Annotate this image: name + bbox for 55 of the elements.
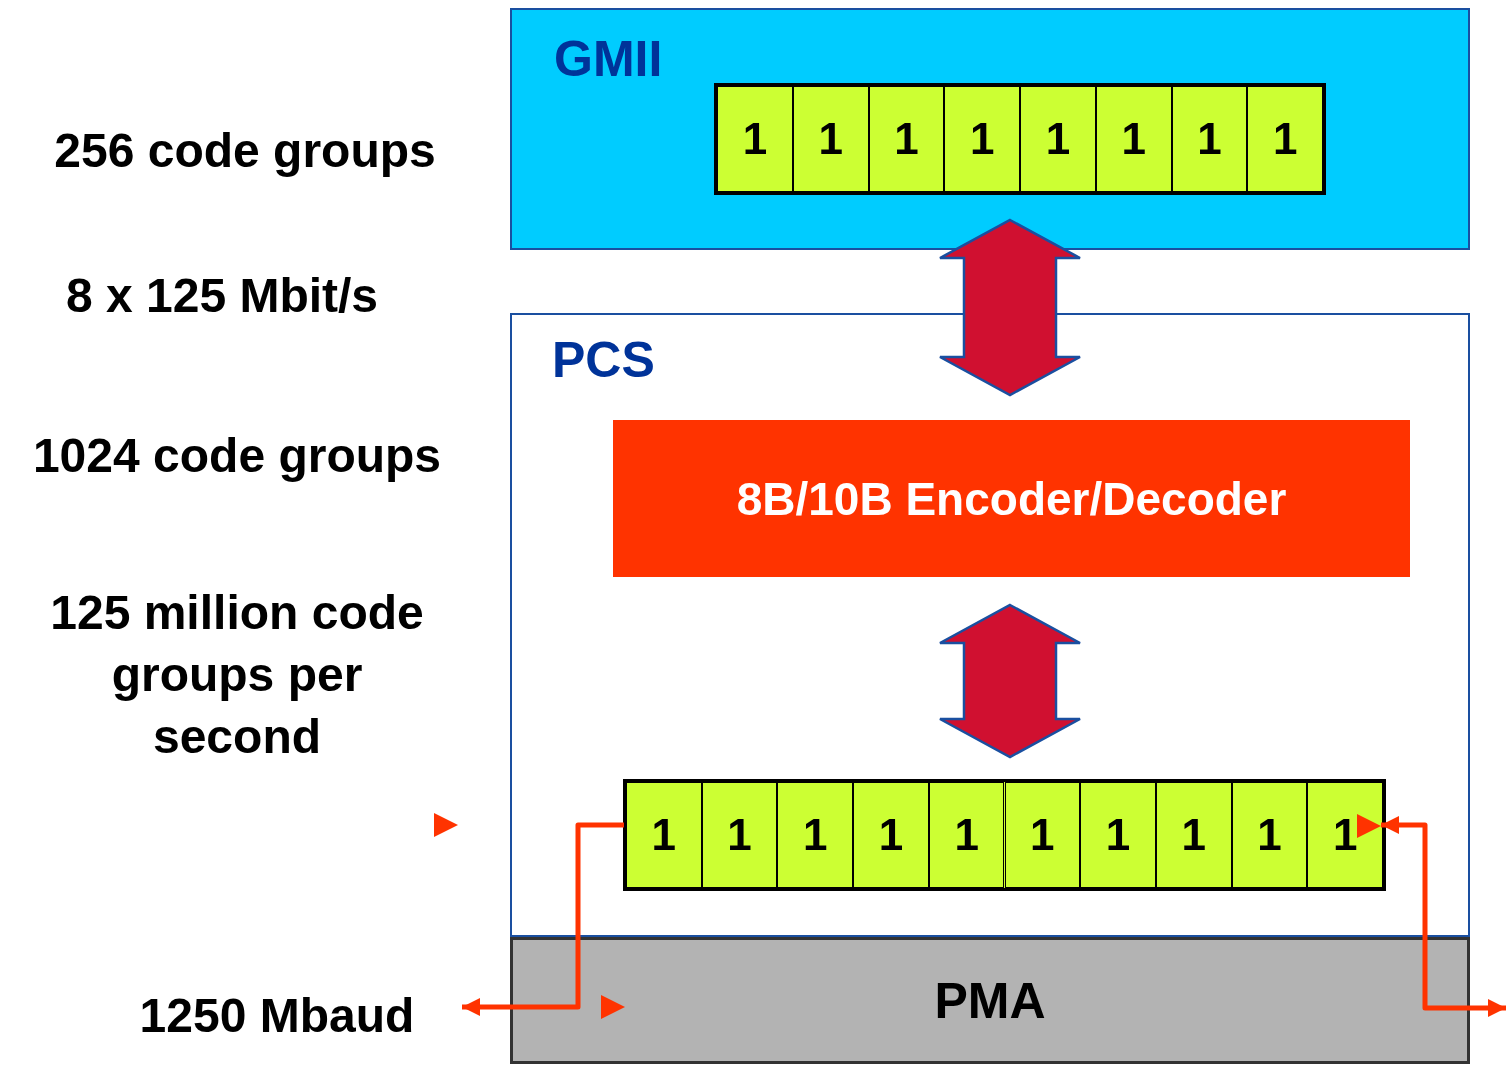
rate-label: 1024 code groups	[31, 428, 443, 484]
bit-cell	[944, 86, 1020, 192]
double-block-arrow	[938, 218, 1082, 397]
bit-cell	[853, 782, 929, 888]
bit-cell	[1307, 782, 1383, 888]
bit-value: 1	[1257, 810, 1282, 860]
bit-cell	[868, 86, 945, 192]
bit-value: 1	[818, 114, 843, 164]
bit-value: 1	[1105, 810, 1131, 860]
bit-cell	[777, 782, 854, 888]
rate-label: 8 x 125 Mbit/s	[64, 268, 380, 324]
bit-value: 1	[894, 114, 919, 164]
bit-cell	[928, 782, 1005, 888]
gmii-panel	[510, 8, 1470, 250]
bit-value: 1	[1121, 114, 1146, 164]
block-title: PMA	[934, 971, 1046, 1030]
bit-cell	[1080, 782, 1156, 888]
pma-panel	[510, 937, 1470, 1064]
bit-value: 1	[651, 810, 677, 860]
bit-cell	[1171, 86, 1248, 192]
bit-value: 1	[727, 810, 752, 860]
bit-cell	[792, 86, 869, 192]
block-title: 8B/10B Encoder/Decoder	[736, 471, 1287, 526]
block-title: PCS	[552, 331, 655, 389]
bit-value: 1	[1045, 114, 1071, 164]
bit-value: 1	[1181, 810, 1206, 860]
rate-label: 125 million code groups per second	[49, 585, 425, 765]
bit-cell	[1095, 86, 1172, 192]
bit-value: 1	[1332, 810, 1358, 860]
bit-value: 1	[954, 810, 979, 860]
block-title: GMII	[554, 30, 663, 88]
bit-cell	[701, 782, 778, 888]
bit-value: 1	[1030, 810, 1055, 860]
bit-cell	[1247, 86, 1323, 192]
encoder-decoder-block	[613, 420, 1410, 577]
bit-cell	[717, 86, 793, 192]
bit-value: 1	[878, 810, 904, 860]
rate-label: 1250 Mbaud	[138, 988, 416, 1044]
bit-cell	[1155, 782, 1232, 888]
register-box	[626, 782, 1383, 888]
bit-cell	[1231, 782, 1308, 888]
rate-label: 256 code groups	[53, 123, 437, 179]
bit-cell	[1004, 782, 1081, 888]
bit-value: 1	[1197, 114, 1222, 164]
double-block-arrow	[938, 603, 1082, 759]
register-box	[717, 86, 1323, 192]
signal-arrow	[462, 822, 624, 1016]
bit-value: 1	[742, 114, 768, 164]
bit-value: 1	[969, 114, 995, 164]
signal-arrow	[1381, 816, 1506, 1017]
bit-value: 1	[1272, 114, 1298, 164]
bit-cell	[626, 782, 702, 888]
bit-value: 1	[803, 810, 828, 860]
bit-cell	[1020, 86, 1096, 192]
pcs-panel	[510, 313, 1470, 937]
